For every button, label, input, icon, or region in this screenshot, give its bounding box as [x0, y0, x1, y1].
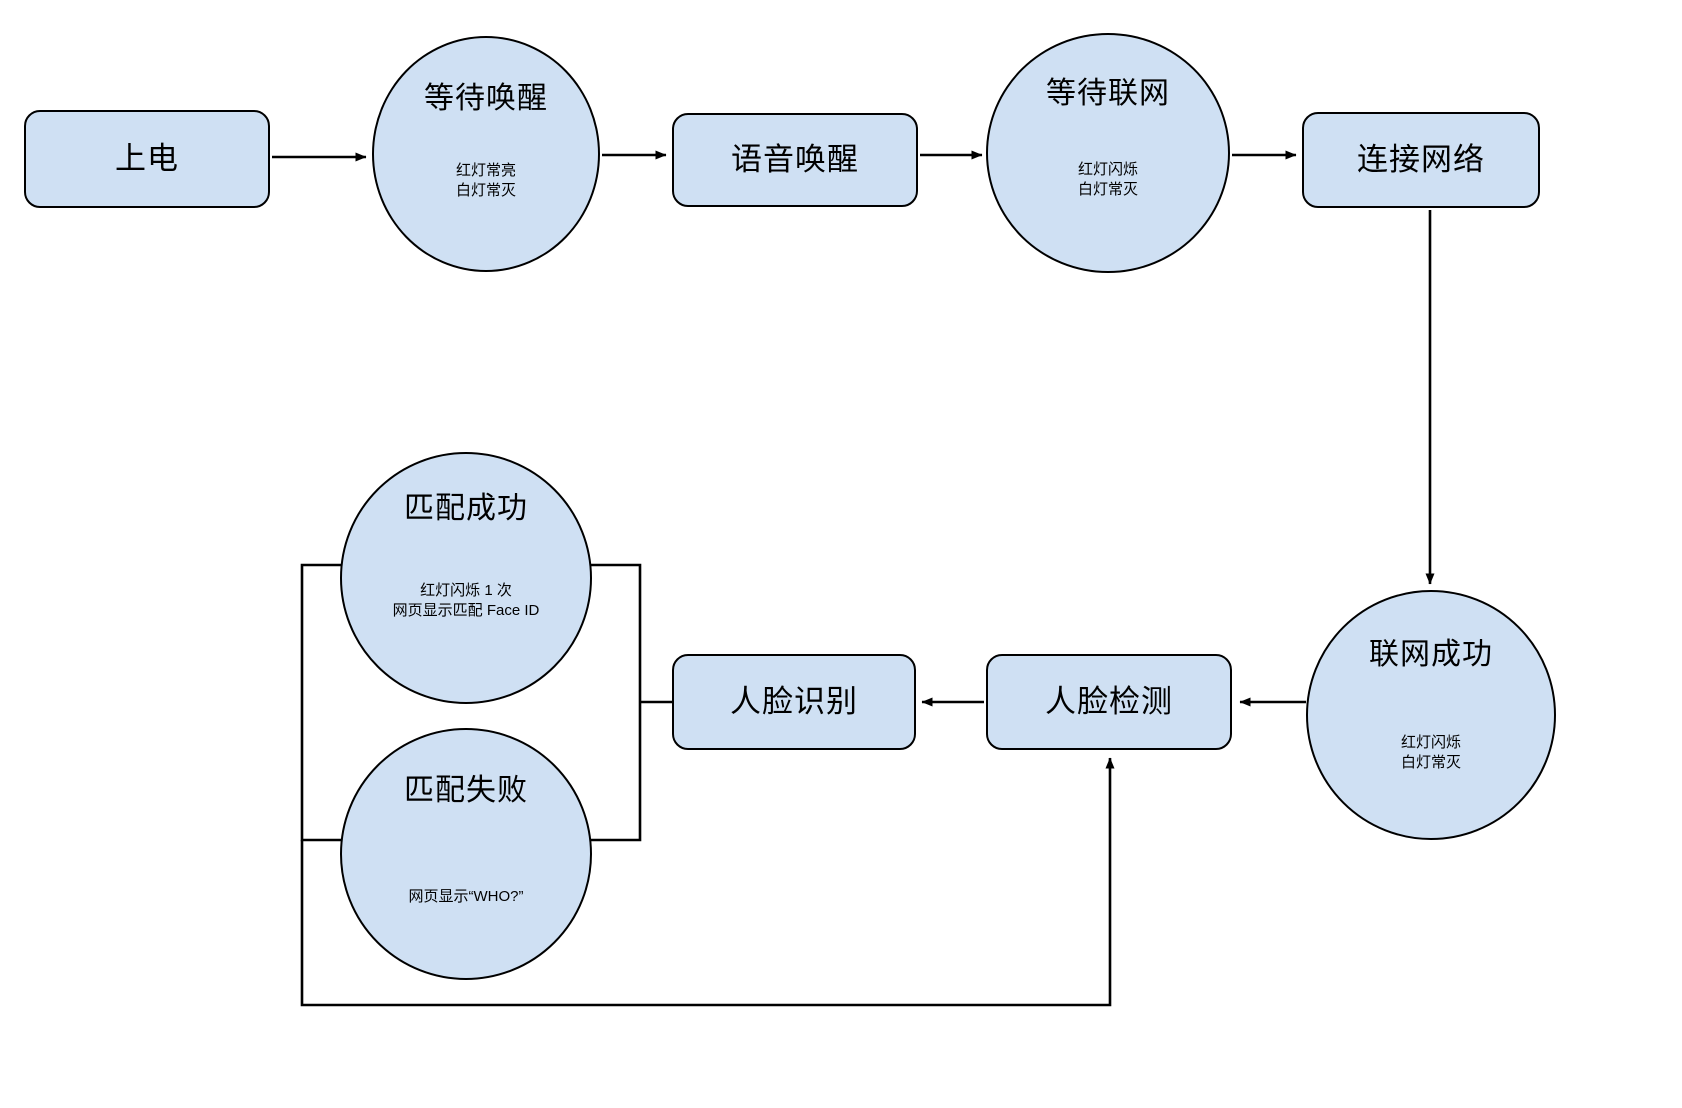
node-face-detection-label: 人脸检测: [1045, 684, 1173, 720]
node-network-success-label: 联网成功: [1369, 638, 1493, 671]
node-power-label: 上电: [115, 141, 179, 177]
node-wait-wake-label: 等待唤醒: [424, 82, 548, 115]
edge-recog-to-match-branch: [588, 563, 672, 842]
node-connect-network[interactable]: 连接网络: [1302, 112, 1540, 208]
node-face-recognition[interactable]: 人脸识别: [672, 654, 916, 750]
node-face-recognition-label: 人脸识别: [730, 684, 858, 720]
edge-match-ok-left-stub: [300, 563, 348, 842]
node-match-success[interactable]: 匹配成功 红灯闪烁 1 次 网页显示匹配 Face ID: [340, 452, 592, 704]
node-wait-wake-sublabel: 红灯常亮 白灯常灭: [455, 161, 516, 199]
node-power[interactable]: 上电: [24, 110, 270, 208]
node-wait-network-label: 等待联网: [1046, 77, 1170, 110]
node-face-detection[interactable]: 人脸检测: [986, 654, 1232, 750]
node-wait-network-sublabel: 红灯闪烁 白灯常灭: [1077, 160, 1138, 198]
node-match-success-label: 匹配成功: [404, 492, 528, 525]
node-voice-wake[interactable]: 语音唤醒: [672, 113, 918, 207]
node-wait-wake[interactable]: 等待唤醒 红灯常亮 白灯常灭: [372, 36, 600, 272]
node-wait-network[interactable]: 等待联网 红灯闪烁 白灯常灭: [986, 33, 1230, 273]
node-match-failure[interactable]: 匹配失败 网页显示“WHO?”: [340, 728, 592, 980]
node-network-success-sublabel: 红灯闪烁 白灯常灭: [1400, 733, 1461, 771]
node-match-failure-label: 匹配失败: [404, 774, 528, 807]
node-network-success[interactable]: 联网成功 红灯闪烁 白灯常灭: [1306, 590, 1556, 840]
node-match-success-sublabel: 红灯闪烁 1 次 网页显示匹配 Face ID: [392, 581, 540, 619]
node-voice-wake-label: 语音唤醒: [731, 142, 859, 178]
node-connect-network-label: 连接网络: [1357, 142, 1485, 178]
edge-match-ng-to-detect-loop: [300, 757, 1115, 1007]
node-match-failure-sublabel: 网页显示“WHO?”: [408, 887, 524, 905]
